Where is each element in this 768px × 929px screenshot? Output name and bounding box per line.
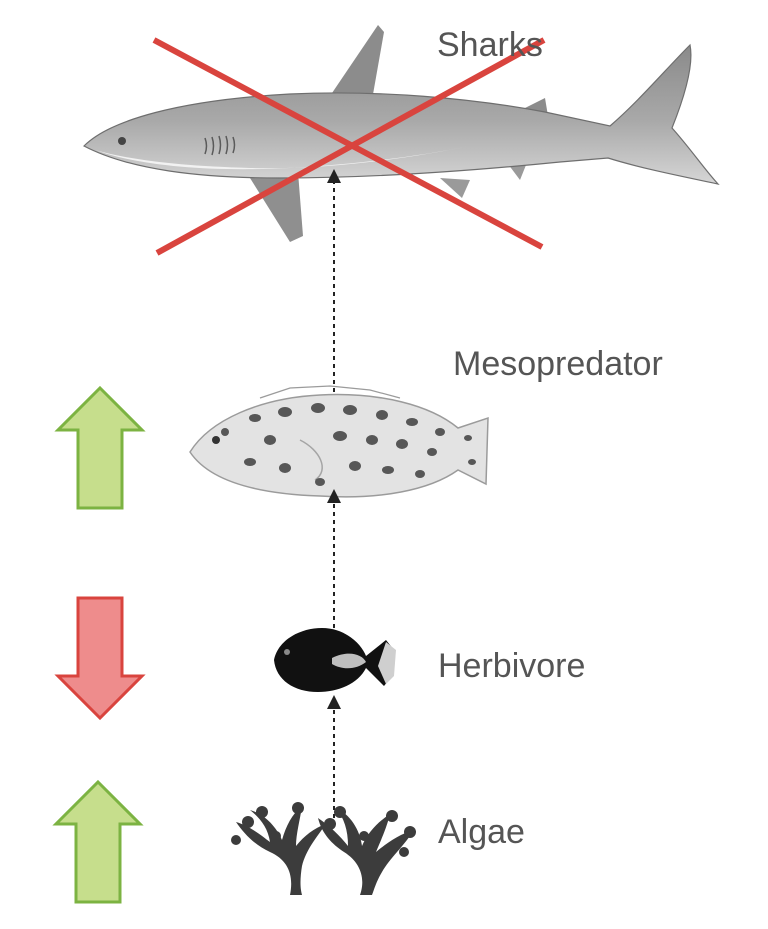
algae-increase-arrow xyxy=(52,779,144,904)
grouper-icon xyxy=(189,385,489,498)
removed-cross-mark xyxy=(152,37,546,256)
sharks-label: Sharks xyxy=(437,26,543,64)
herbivore-decrease-arrow xyxy=(54,596,146,721)
shark-icon xyxy=(82,25,720,242)
algae-icon xyxy=(231,802,416,895)
surgeonfish-icon xyxy=(274,628,396,692)
herbivore-label: Herbivore xyxy=(438,647,586,685)
algae-label: Algae xyxy=(438,813,525,851)
mesopredator-label: Mesopredator xyxy=(453,345,663,383)
mesopredator-increase-arrow xyxy=(54,385,146,510)
